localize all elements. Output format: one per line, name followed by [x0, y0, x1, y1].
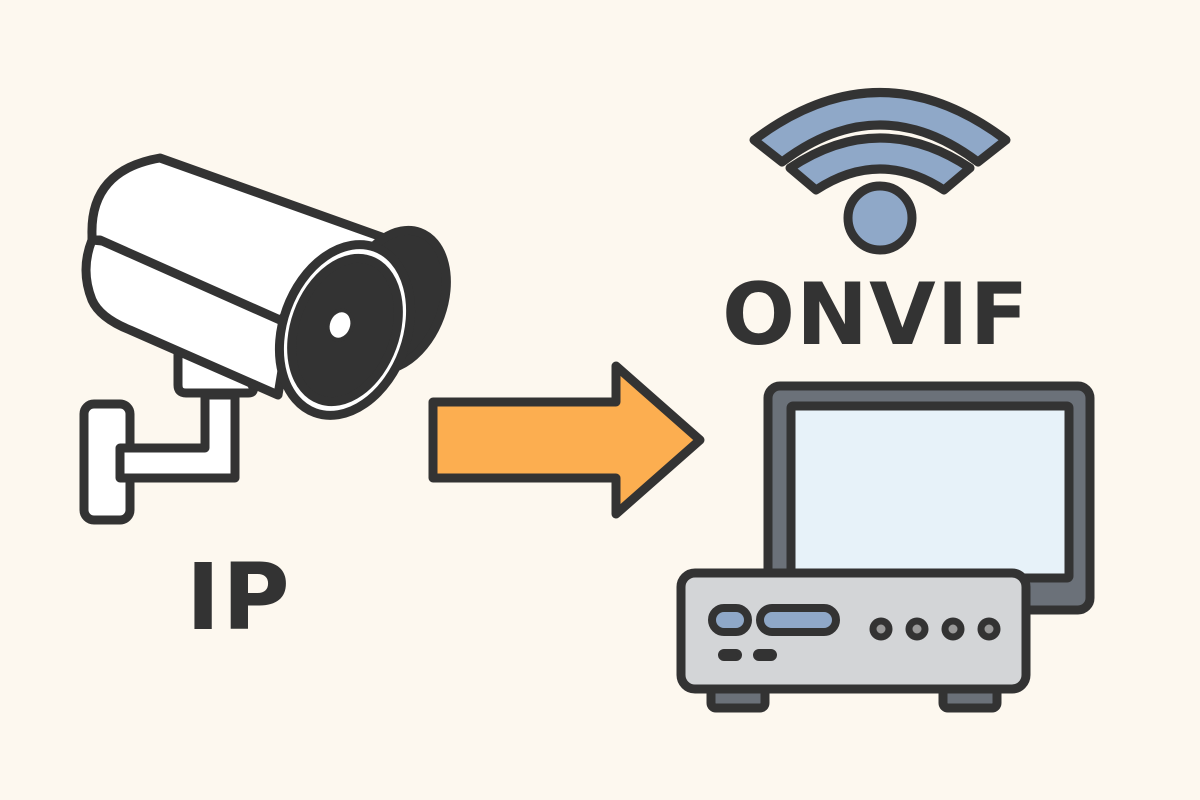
monitor-icon [763, 381, 1095, 615]
ip-camera-icon [79, 153, 451, 525]
nvr-recorder-icon [676, 568, 1031, 713]
arrow-right-icon [428, 361, 705, 519]
wifi-icon [749, 88, 1011, 255]
onvif-label: ONVIF [722, 265, 1030, 365]
ip-label: IP [186, 544, 292, 651]
